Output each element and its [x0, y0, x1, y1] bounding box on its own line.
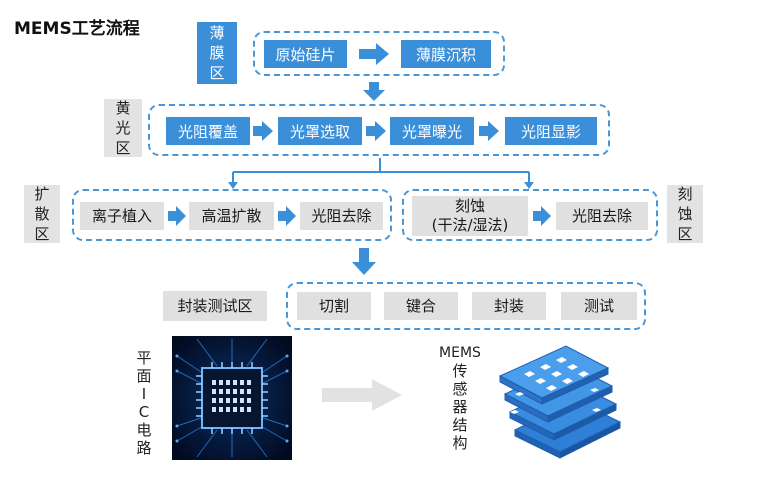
label-char: 面 — [136, 367, 152, 385]
zone-char: 散 — [34, 205, 50, 223]
step-mask-expose: 光罩曝光 — [390, 117, 474, 145]
yellow-light-zone-label: 黄 光 区 — [104, 99, 142, 157]
step-high-temp-diffusion: 高温扩散 — [189, 202, 274, 230]
step-etch-label: 刻蚀 — [454, 197, 485, 215]
big-arrow-right-icon — [322, 379, 402, 411]
arrow-right-icon — [253, 121, 273, 141]
arrow-right-icon — [366, 121, 386, 141]
label-char: 路 — [136, 439, 152, 457]
thin-film-zone-label: 薄 膜 区 — [197, 22, 237, 84]
step-packaging: 封装 — [472, 292, 546, 320]
label-char: C — [138, 403, 150, 421]
packaging-group — [286, 282, 646, 330]
planar-ic-label: 平 面 I C 电 路 — [134, 349, 154, 457]
label-char: 电 — [136, 421, 152, 439]
diffusion-zone-label: 扩 散 区 — [24, 185, 60, 243]
arrow-down-icon — [524, 182, 534, 189]
arrow-down-icon — [363, 82, 385, 101]
zone-char: 扩 — [34, 185, 50, 203]
zone-char: 黄 — [115, 99, 131, 117]
step-ion-implant: 离子植入 — [80, 202, 164, 230]
label-char: 结 — [452, 416, 468, 434]
step-photoresist-coat: 光阻覆盖 — [166, 117, 250, 145]
arrow-right-icon — [359, 43, 389, 65]
arrow-right-icon — [533, 206, 551, 226]
step-raw-wafer: 原始硅片 — [264, 40, 347, 68]
label-mems: MEMS — [439, 345, 481, 361]
zone-char: 蚀 — [677, 205, 693, 223]
label-char: I — [141, 385, 147, 403]
zone-char: 膜 — [209, 44, 225, 62]
label-char: 器 — [452, 398, 468, 416]
zone-char: 刻 — [677, 185, 693, 203]
zone-char: 区 — [209, 64, 225, 82]
arrow-right-icon — [479, 121, 499, 141]
etch-group — [402, 189, 658, 241]
mems-sensor-label: MEMS 传 感 器 结 构 — [438, 344, 482, 452]
step-photoresist-remove-etch: 光阻去除 — [556, 202, 648, 230]
thin-film-group — [253, 31, 505, 76]
arrow-right-icon — [168, 206, 186, 226]
step-thin-film-deposition: 薄膜沉积 — [401, 40, 491, 68]
arrow-down-icon — [228, 182, 238, 189]
etch-zone-label: 刻 蚀 区 — [667, 185, 703, 243]
arrow-right-icon — [278, 206, 296, 226]
step-photoresist-remove-diffusion: 光阻去除 — [300, 202, 383, 230]
step-photoresist-develop: 光阻显影 — [505, 117, 597, 145]
step-mask-select: 光罩选取 — [278, 117, 362, 145]
mems-structure-icon — [498, 345, 622, 459]
yellow-light-group — [148, 104, 610, 156]
page-title: MEMS工艺流程 — [14, 19, 140, 39]
zone-char: 区 — [34, 225, 50, 243]
step-etch: 刻蚀 (干法/湿法) — [412, 196, 528, 236]
step-bonding: 键合 — [384, 292, 458, 320]
packaging-zone-label: 封装测试区 — [163, 291, 267, 321]
ic-chip-icon — [172, 336, 292, 460]
step-dicing: 切割 — [297, 292, 371, 320]
step-testing: 测试 — [561, 292, 637, 320]
zone-char: 光 — [115, 119, 131, 137]
step-etch-method: (干法/湿法) — [431, 216, 509, 234]
label-char: 传 — [452, 362, 468, 380]
label-char: 感 — [452, 380, 468, 398]
zone-char: 区 — [677, 225, 693, 243]
diffusion-group — [72, 189, 392, 241]
arrow-down-icon — [352, 248, 376, 275]
label-char: 构 — [452, 434, 468, 452]
label-char: 平 — [136, 349, 152, 367]
zone-char: 区 — [115, 139, 131, 157]
zone-char: 薄 — [209, 24, 225, 42]
